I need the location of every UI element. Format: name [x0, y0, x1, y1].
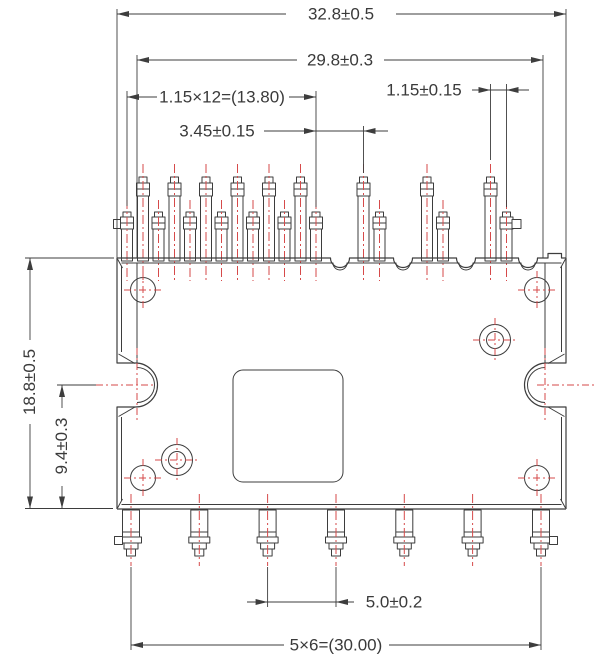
dim-lead-span: 29.8±0.3: [136, 51, 544, 258]
bottom-left-pin-tab: [114, 536, 123, 545]
dim-top-group-gap: 3.45±0.15: [179, 122, 388, 173]
dim-top-pitch-group-label: 1.15×12=(13.80): [159, 88, 285, 107]
mounting-hole-top-right: [517, 270, 557, 310]
bottom-right-pin-tab: [549, 536, 558, 545]
center-pad: [232, 369, 344, 483]
bottom-pin-row: [114, 493, 558, 567]
dim-bottom-pitch-label: 5.0±0.2: [366, 593, 423, 612]
dim-overall-width: 32.8±0.5: [116, 5, 567, 263]
top-pin-row: [113, 163, 522, 282]
dim-overall-width-label: 32.8±0.5: [308, 5, 374, 24]
mounting-hole-top-left: [123, 270, 163, 310]
dim-bottom-span-label: 5×6=(30.00): [290, 636, 383, 655]
left-slot-inner-arc: [136, 367, 155, 403]
ring-hole-left: [154, 437, 200, 483]
dim-bottom-span: 5×6=(30.00): [130, 567, 542, 655]
dim-slot-offset: 9.4±0.3: [52, 384, 96, 509]
slot-centerlines: [96, 348, 597, 422]
dim-top-pitch-label: 1.15±0.15: [386, 81, 462, 100]
right-pin-tab: [511, 219, 522, 229]
ring-hole-right: [472, 317, 518, 363]
dim-top-pitch-group: 1.15×12=(13.80): [126, 88, 317, 207]
mounting-hole-bottom-right: [517, 458, 557, 498]
dim-bottom-pitch: 5.0±0.2: [247, 567, 422, 612]
module-body: [116, 258, 567, 510]
dim-lead-span-label: 29.8±0.3: [307, 51, 373, 70]
dim-top-group-gap-label: 3.45±0.15: [179, 122, 255, 141]
dim-body-height-label: 18.8±0.5: [20, 349, 39, 415]
dim-top-pitch: 1.15±0.15: [386, 81, 529, 207]
top-rim: [117, 252, 566, 271]
dim-body-height: 18.8±0.5: [20, 257, 114, 509]
right-slot-inner-arc: [527, 367, 546, 403]
dim-slot-offset-label: 9.4±0.3: [52, 418, 71, 475]
mounting-hole-bottom-left: [123, 458, 163, 498]
